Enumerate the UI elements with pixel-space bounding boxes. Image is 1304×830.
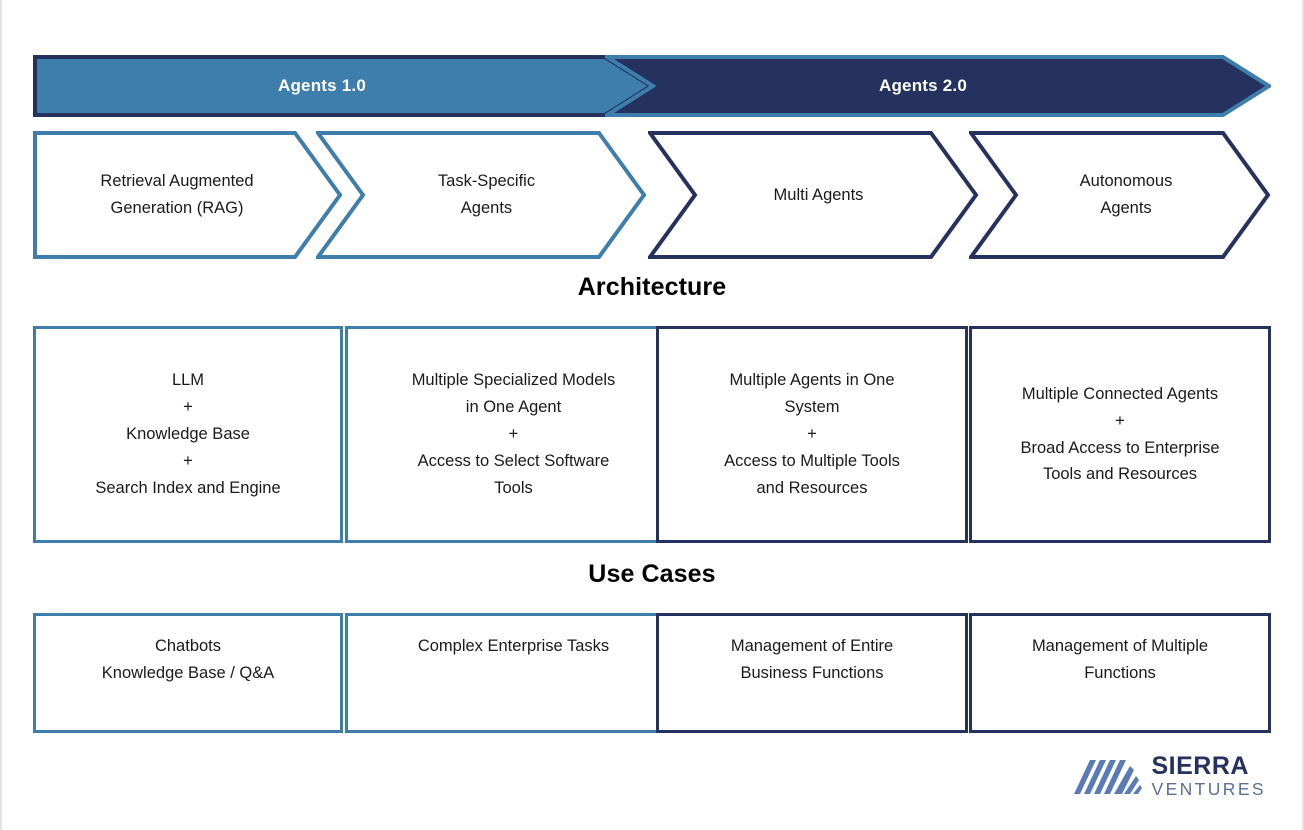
use-case-card-1-text: Chatbots Knowledge Base / Q&A <box>101 637 275 682</box>
logo-subtitle: VENTURES <box>1151 778 1266 799</box>
use-case-card-4-text: Management of Multiple Functions <box>1031 637 1209 682</box>
section-title-architecture: Architecture <box>577 273 727 301</box>
stage-chevron-autonomous-agents[interactable]: Autonomous Agents <box>969 131 1271 259</box>
slide-edge-left <box>0 0 2 830</box>
chevron-shape-4 <box>969 131 1271 259</box>
stage-chevron-row: Retrieval Augmented Generation (RAG) Tas… <box>33 131 1271 259</box>
use-case-card-3[interactable]: Management of Entire Business Functions <box>656 613 968 733</box>
use-case-card-3-text: Management of Entire Business Functions <box>730 637 894 682</box>
timeline-banner-row: Agents 1.0 Agents 2.0 <box>33 55 1271 117</box>
stage-label-4: Autonomous Agents <box>1079 172 1173 217</box>
architecture-card-2[interactable]: Multiple Specialized Models in One Agent… <box>345 326 682 543</box>
stage-chevron-multi-agents[interactable]: Multi Agents <box>648 131 979 259</box>
architecture-card-3-text: Multiple Agents in One System + Access t… <box>724 371 900 497</box>
banner-agents-1[interactable]: Agents 1.0 <box>33 55 653 117</box>
architecture-card-2-text: Multiple Specialized Models in One Agent… <box>411 371 616 497</box>
logo-wordmark: SIERRA VENTURES <box>1151 751 1267 799</box>
banner-label-2: Agents 2.0 <box>879 76 967 95</box>
stage-label-3: Multi Agents <box>773 185 864 204</box>
stage-chevron-task-specific[interactable]: Task-Specific Agents <box>316 131 647 259</box>
sierra-mountain-mark-icon <box>1073 759 1142 794</box>
stage-label-1: Retrieval Augmented Generation (RAG) <box>100 172 254 217</box>
use-case-card-2-text: Complex Enterprise Tasks <box>417 637 610 655</box>
use-case-card-1[interactable]: Chatbots Knowledge Base / Q&A <box>33 613 343 733</box>
chevron-shape-3 <box>648 131 979 259</box>
section-title-use-cases: Use Cases <box>588 560 716 588</box>
architecture-card-3[interactable]: Multiple Agents in One System + Access t… <box>656 326 968 543</box>
sierra-ventures-logo: SIERRA VENTURES <box>1072 751 1267 799</box>
stage-chevron-rag[interactable]: Retrieval Augmented Generation (RAG) <box>33 131 343 259</box>
use-case-card-2[interactable]: Complex Enterprise Tasks <box>345 613 682 733</box>
architecture-card-4[interactable]: Multiple Connected Agents + Broad Access… <box>969 326 1271 543</box>
architecture-card-4-text: Multiple Connected Agents + Broad Access… <box>1020 384 1220 484</box>
chevron-shape-2 <box>316 131 647 259</box>
architecture-card-1-text: LLM + Knowledge Base + Search Index and … <box>95 371 281 497</box>
use-cases-card-row: Chatbots Knowledge Base / Q&A Complex En… <box>33 613 1271 733</box>
banner-label-1: Agents 1.0 <box>278 76 366 95</box>
architecture-card-row: LLM + Knowledge Base + Search Index and … <box>33 326 1271 543</box>
use-case-card-4[interactable]: Management of Multiple Functions <box>969 613 1271 733</box>
stage-label-2: Task-Specific Agents <box>437 172 536 217</box>
architecture-card-1[interactable]: LLM + Knowledge Base + Search Index and … <box>33 326 343 543</box>
banner-agents-2[interactable]: Agents 2.0 <box>605 55 1271 117</box>
chevron-shape-1 <box>33 131 343 259</box>
logo-name: SIERRA <box>1151 751 1249 780</box>
slide-edge-right <box>1302 0 1304 830</box>
banner-arrow-shape-2 <box>605 55 1271 117</box>
